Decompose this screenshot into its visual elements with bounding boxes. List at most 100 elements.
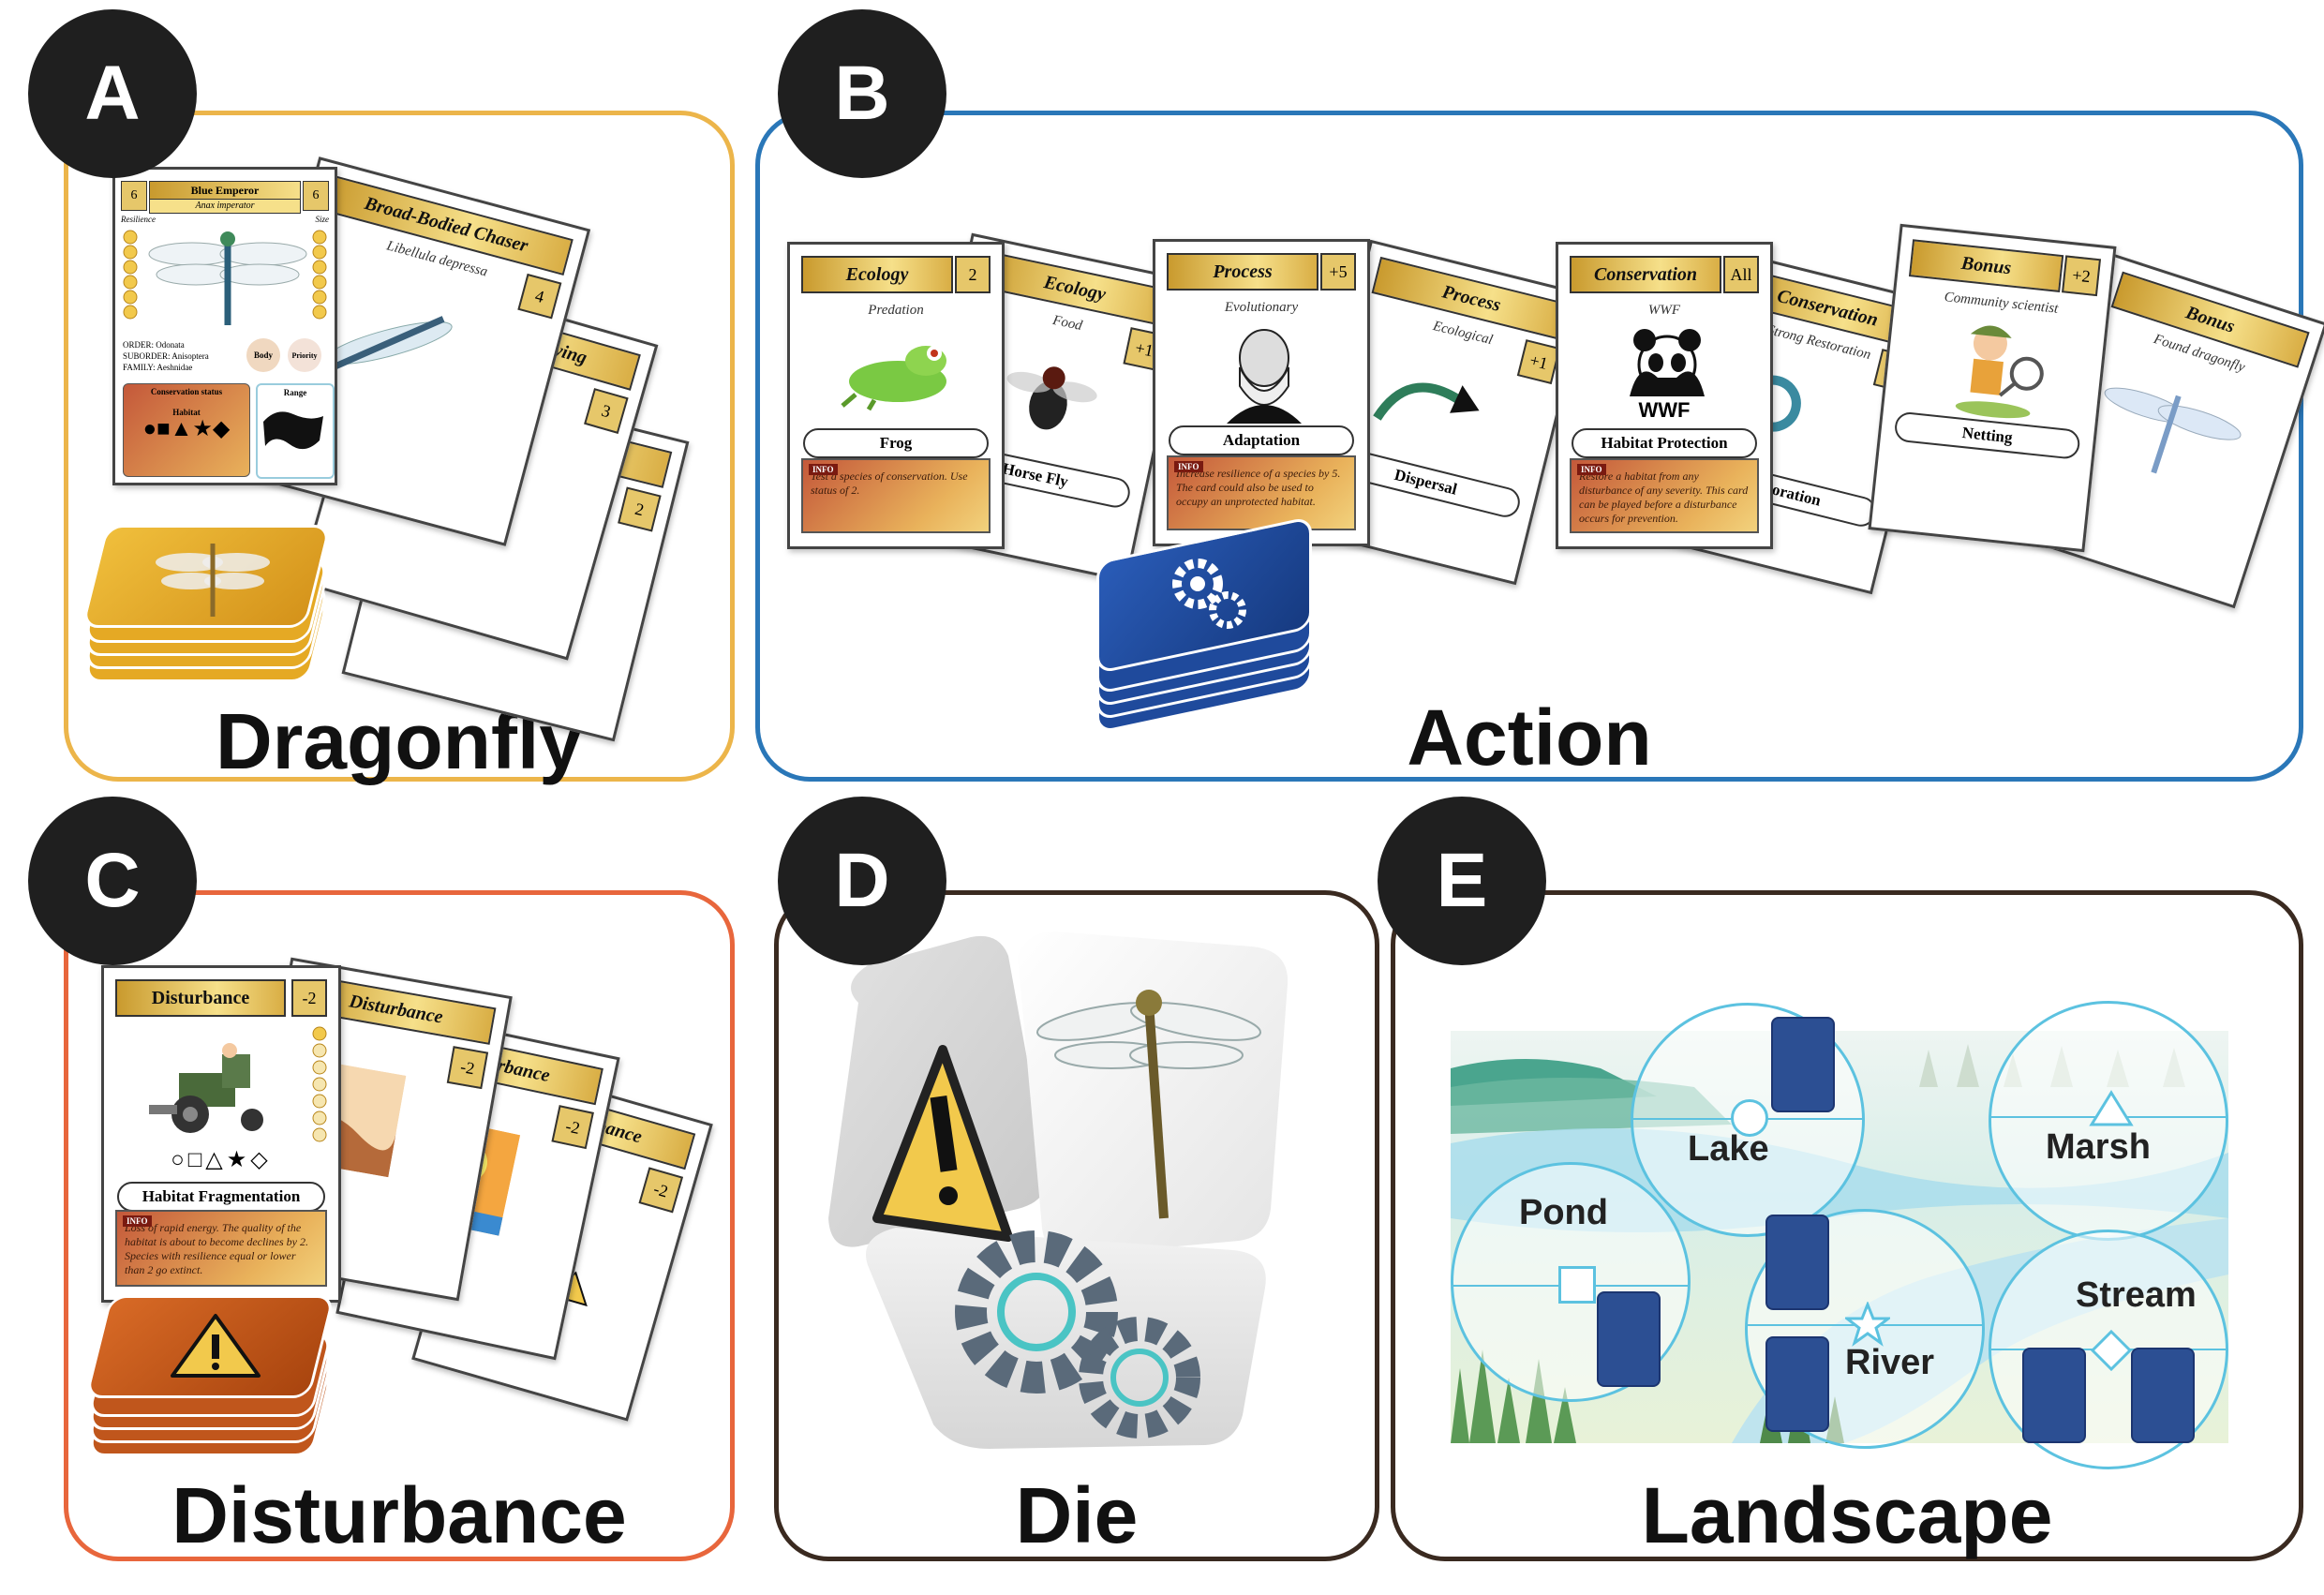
action-card-habitat-protection[interactable]: Conservation All WWF WWF Habitat Protect… xyxy=(1556,242,1773,549)
habitat-card-slot[interactable] xyxy=(1765,1336,1829,1432)
dragonfly-icon xyxy=(156,544,270,617)
card-title: Blue Emperor xyxy=(149,181,301,200)
card-subtitle: Evolutionary xyxy=(1224,300,1299,315)
card-title: Process xyxy=(1167,253,1318,291)
panel-label-action: Action xyxy=(1407,693,1652,782)
panel-label-dragonfly: Dragonfly xyxy=(215,697,584,785)
card-number: -2 xyxy=(446,1046,489,1090)
taxonomy-suborder: SUBORDER: Anisoptera xyxy=(123,351,209,361)
card-info-text: Test a species of conservation. Use stat… xyxy=(811,470,968,497)
range-panel: Range xyxy=(256,383,335,479)
size-track xyxy=(312,230,327,320)
habitat-label: Habitat xyxy=(172,408,201,417)
resilience-label: Resilience xyxy=(121,215,156,224)
action-card-dispersal[interactable]: Process +1 Ecological Dispersal xyxy=(1297,239,1589,586)
conservation-panel: Conservation status Habitat ●■▲★◆ xyxy=(123,383,250,477)
arrow-icon xyxy=(1373,382,1480,421)
warning-icon xyxy=(872,1045,1013,1242)
dragonfly-illustration xyxy=(148,231,307,325)
badge-b: B xyxy=(778,9,946,178)
card-latin-name: Anax imperator xyxy=(149,199,301,214)
action-card-netting[interactable]: Bonus +2 Community scientist Netting xyxy=(1868,223,2117,553)
die[interactable] xyxy=(802,928,1327,1453)
dragonfly-card-front[interactable]: 6 6 Blue Emperor Anax imperator Resilien… xyxy=(112,167,337,485)
scientist-icon xyxy=(1955,325,2044,419)
card-title: Conservation xyxy=(1570,256,1721,293)
size-label: Size xyxy=(315,215,330,224)
badge-c: C xyxy=(28,797,197,965)
card-name: Habitat Fragmentation xyxy=(117,1182,325,1212)
card-info: INFO Loss of rapid energy. The quality o… xyxy=(115,1210,327,1287)
taxonomy-family: FAMILY: Aeshnidae xyxy=(123,363,193,372)
zone-label: Pond xyxy=(1519,1193,1608,1232)
square-shape-icon xyxy=(1558,1266,1596,1304)
action-card-horse-fly[interactable]: Ecology +1 Food Horse Fly xyxy=(907,232,1192,583)
action-deck[interactable] xyxy=(1087,515,1331,735)
card-info: INFO Test a species of conservation. Use… xyxy=(801,458,991,533)
warning-icon xyxy=(171,1314,261,1378)
habitat-card-slot[interactable] xyxy=(2131,1348,2195,1443)
zone-label: River xyxy=(1845,1343,1935,1382)
resilience-track xyxy=(123,230,138,320)
card-number: -2 xyxy=(551,1105,594,1150)
card-number: All xyxy=(1723,256,1759,293)
range-map-icon xyxy=(263,411,323,450)
panel-label-disturbance: Disturbance xyxy=(171,1471,627,1559)
darwin-portrait-icon xyxy=(1227,329,1302,424)
zone-label: Stream xyxy=(2076,1275,2197,1315)
disturbance-card-front[interactable]: Disturbance -2 ○□△★◇ Habitat Fragmentati… xyxy=(101,965,341,1303)
badge-a: A xyxy=(28,9,197,178)
panda-logo-icon xyxy=(1630,329,1705,396)
zone-marsh[interactable]: Marsh xyxy=(1989,1001,2228,1241)
body-label: Body xyxy=(253,350,273,360)
habitat-card-slot[interactable] xyxy=(1771,1017,1835,1112)
zone-label: Lake xyxy=(1688,1129,1769,1169)
panel-label-die: Die xyxy=(1015,1471,1139,1559)
wwf-text: WWF xyxy=(1638,398,1691,422)
die-face-bottom xyxy=(866,1228,1266,1449)
card-number: 2 xyxy=(618,486,662,532)
panel-label-landscape: Landscape xyxy=(1641,1471,2053,1559)
habitat-card-slot[interactable] xyxy=(2022,1348,2086,1443)
card-name: Adaptation xyxy=(1169,425,1354,455)
fly-icon xyxy=(1006,366,1097,430)
card-number: -2 xyxy=(291,979,327,1017)
resilience-track xyxy=(312,1026,327,1142)
card-number: +2 xyxy=(2062,255,2102,297)
action-card-frog[interactable]: Ecology 2 Predation Frog INFO Test a spe… xyxy=(787,242,1005,549)
card-info-text: Restore a habitat from any disturbance o… xyxy=(1579,470,1749,525)
dragonfly-illustration xyxy=(2104,387,2242,474)
card-right-number: 6 xyxy=(303,181,329,211)
range-label: Range xyxy=(283,388,307,397)
card-left-number: 6 xyxy=(121,181,147,211)
zone-pond[interactable]: Pond xyxy=(1451,1162,1691,1402)
dragonfly-deck[interactable] xyxy=(81,525,332,693)
priority-label: Priority xyxy=(291,350,318,360)
habitat-card-slot[interactable] xyxy=(1765,1215,1829,1310)
card-name: Habitat Protection xyxy=(1572,428,1757,458)
body-badge: Body xyxy=(246,338,280,372)
conservation-status-label: Conservation status xyxy=(150,387,223,396)
diamond-shape-icon xyxy=(2091,1330,2132,1371)
card-info: INFO Restore a habitat from any disturba… xyxy=(1570,458,1759,533)
card-number: 2 xyxy=(955,256,991,293)
card-number: +5 xyxy=(1320,253,1356,291)
zone-label: Marsh xyxy=(2046,1127,2151,1167)
gears-icon xyxy=(955,1230,1200,1438)
taxonomy-order: ORDER: Odonata xyxy=(123,340,185,350)
habitat-card-slot[interactable] xyxy=(1597,1291,1661,1387)
card-info-text: Increase resilience of a species by 5. T… xyxy=(1176,467,1341,508)
card-name: Frog xyxy=(803,428,989,458)
gears-icon xyxy=(1172,559,1246,629)
habitat-symbols: ○□△★◇ xyxy=(171,1147,272,1172)
info-tag: INFO xyxy=(1174,461,1203,472)
card-subtitle: WWF xyxy=(1647,303,1681,318)
disturbance-deck[interactable] xyxy=(84,1295,335,1464)
circle-shape-icon xyxy=(1731,1099,1768,1137)
card-info: INFO Increase resilience of a species by… xyxy=(1167,455,1356,530)
action-card-adaptation[interactable]: Process +5 Evolutionary Adaptation INFO … xyxy=(1153,239,1370,546)
star-shape-icon xyxy=(1845,1302,1890,1347)
info-tag: INFO xyxy=(123,1215,152,1227)
card-info-text: Loss of rapid energy. The quality of the… xyxy=(125,1221,308,1276)
action-card-found-dragonfly[interactable]: Bonus Found dragonfly xyxy=(2020,253,2324,609)
